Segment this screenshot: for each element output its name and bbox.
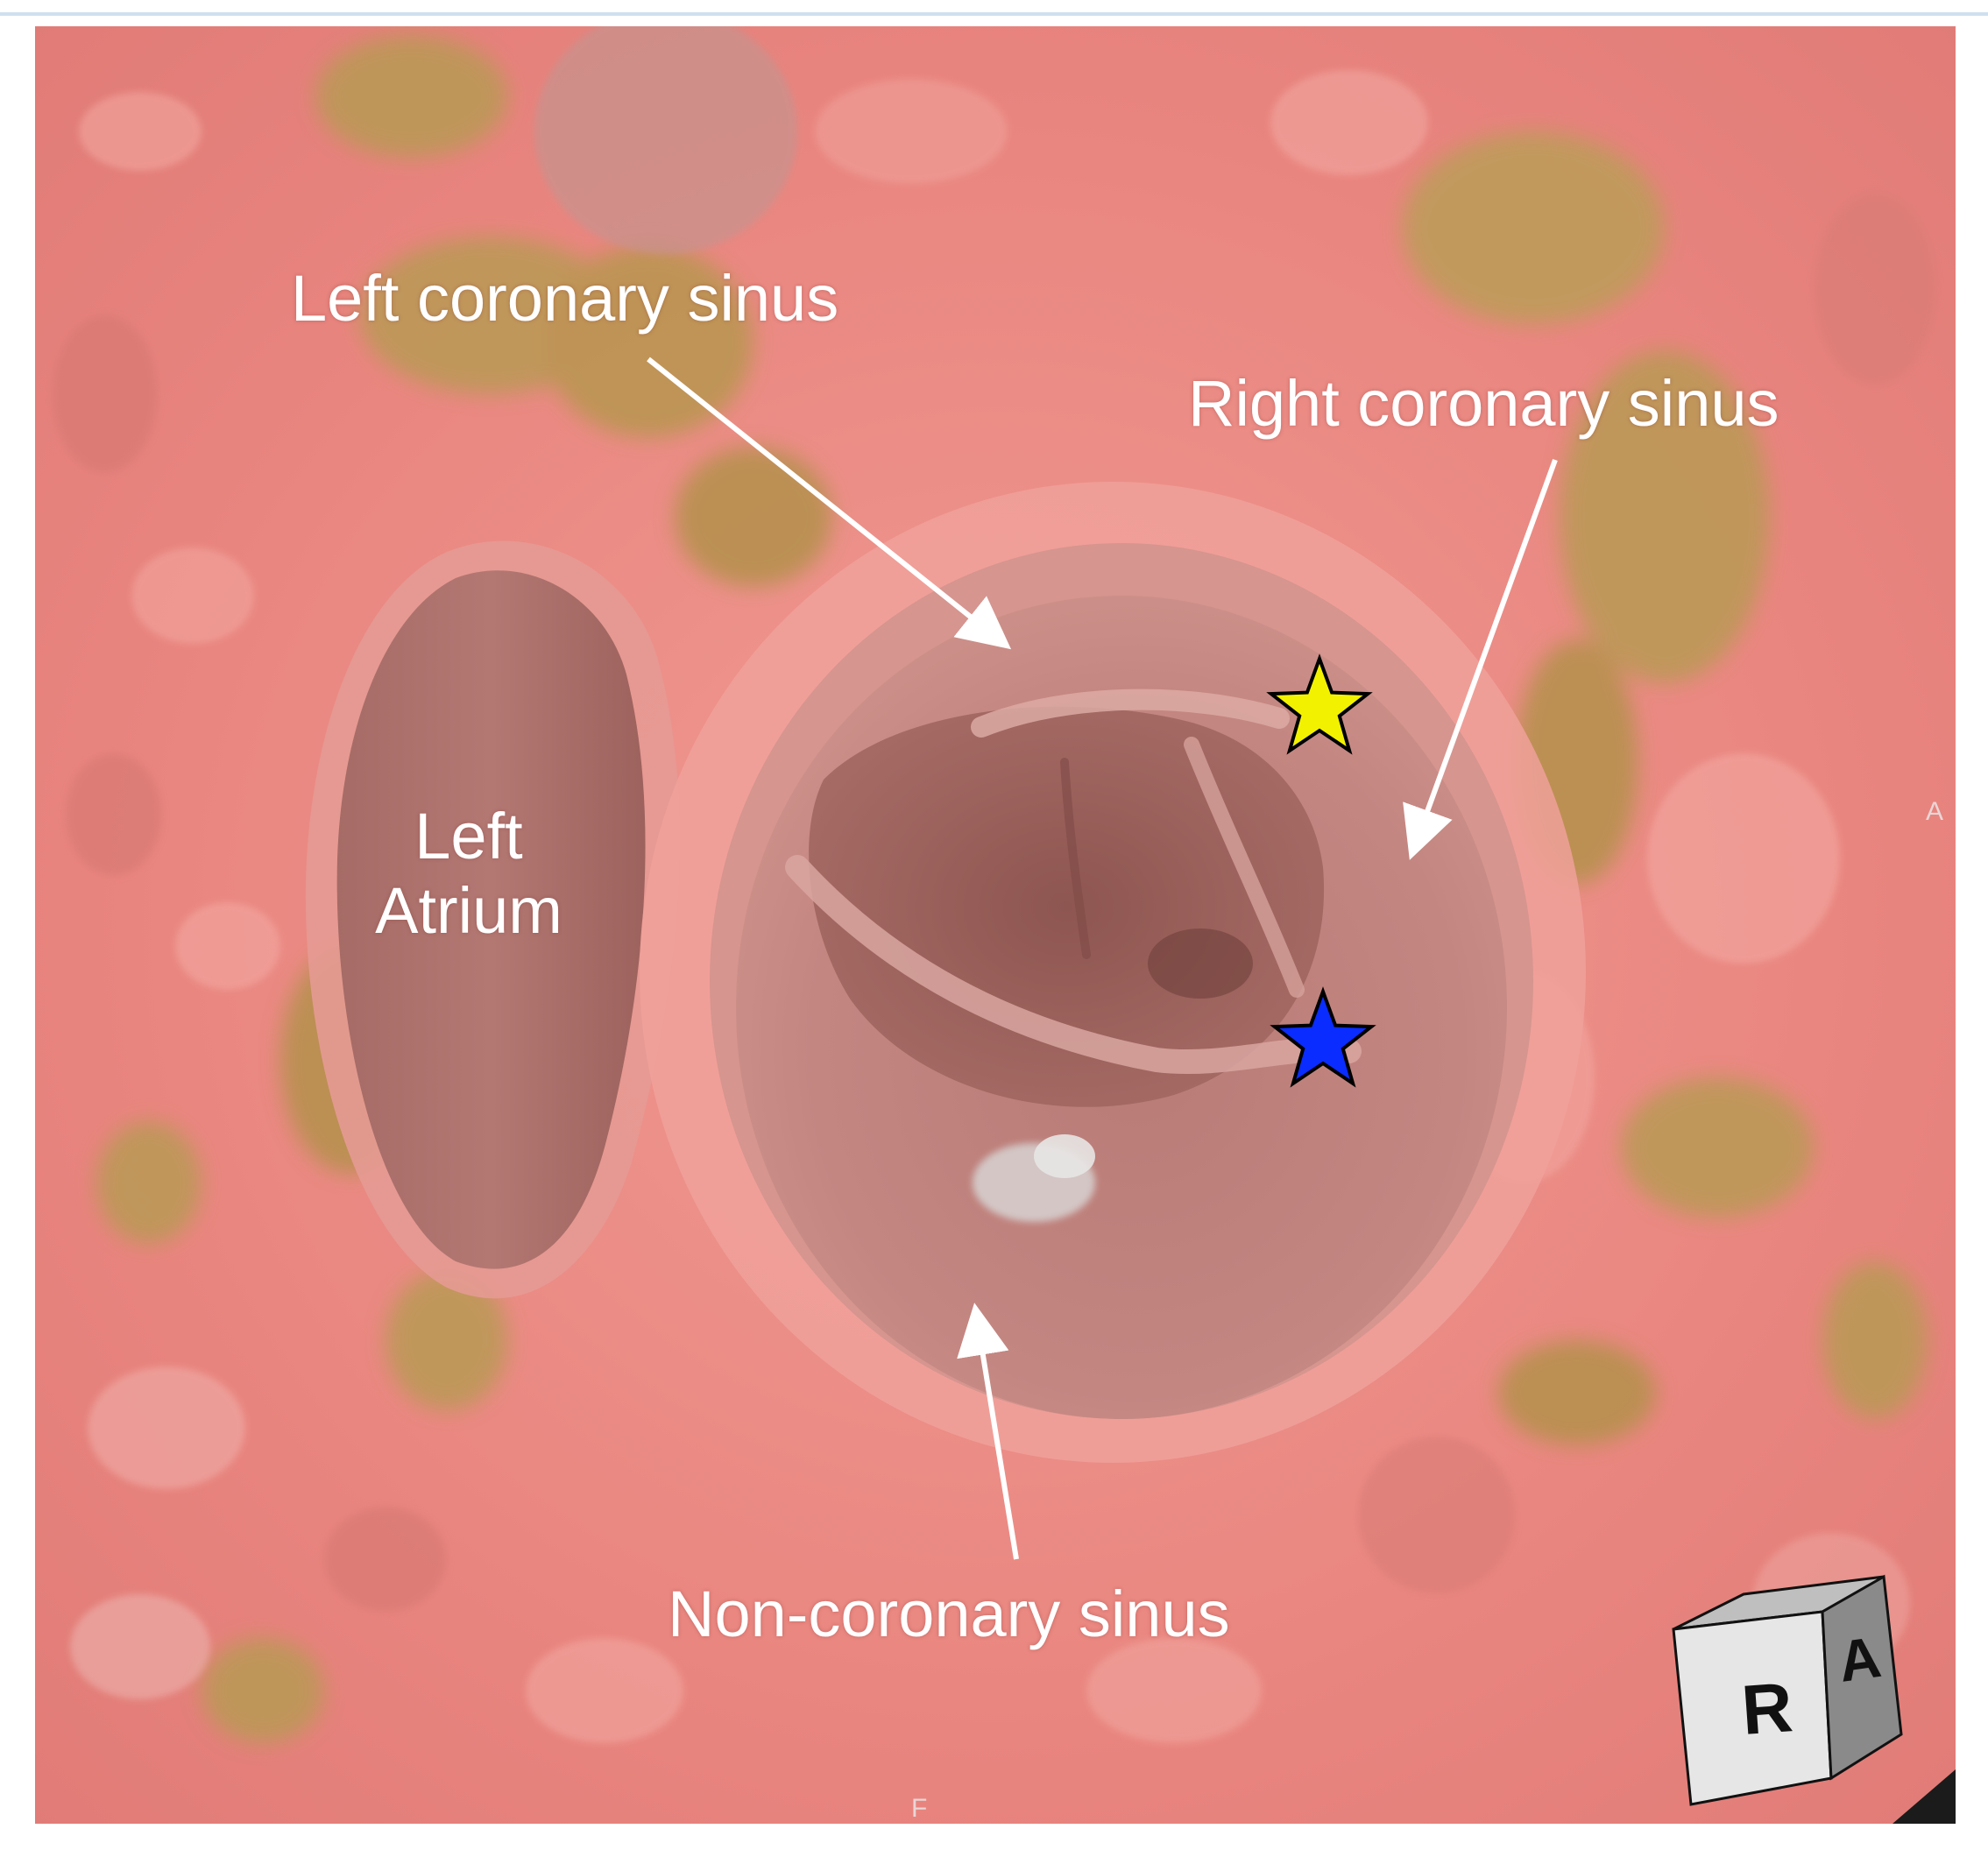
cube-side-face	[1821, 1574, 1903, 1781]
orientation-edge-right: A	[1926, 797, 1944, 826]
volume-render-scene	[35, 26, 1956, 1824]
arrow-right-coronary	[1403, 458, 1558, 860]
label-left-coronary-sinus: Left coronary sinus	[291, 262, 839, 335]
cube-front-letter: R	[1739, 1668, 1795, 1749]
blue-star-marker	[1270, 986, 1376, 1088]
cube-side-letter: A	[1835, 1624, 1885, 1694]
aortic-root	[640, 482, 1586, 1463]
label-right-coronary-sinus: Right coronary sinus	[1188, 367, 1779, 440]
tissue-texture	[53, 70, 1936, 1743]
label-non-coronary-sinus: Non-coronary sinus	[668, 1578, 1230, 1650]
fat-deposits	[96, 35, 1928, 1743]
upper-vessel	[534, 26, 797, 254]
arrow-non-coronary	[957, 1303, 1019, 1560]
orientation-cube[interactable]: R A	[1647, 1550, 1956, 1824]
top-rule	[0, 12, 1988, 16]
label-left-atrium: Left Atrium	[337, 799, 600, 948]
label-left-atrium-line1: Left	[414, 800, 523, 872]
label-left-atrium-line2: Atrium	[375, 874, 562, 948]
orientation-edge-bottom: F	[911, 1794, 928, 1823]
arrow-left-coronary	[647, 357, 1012, 650]
render-viewport[interactable]: Left coronary sinus Right coronary sinus…	[35, 26, 1956, 1824]
annotation-arrows	[647, 357, 1558, 1560]
left-atrium-chamber	[305, 540, 680, 1299]
yellow-star-marker	[1266, 653, 1373, 755]
